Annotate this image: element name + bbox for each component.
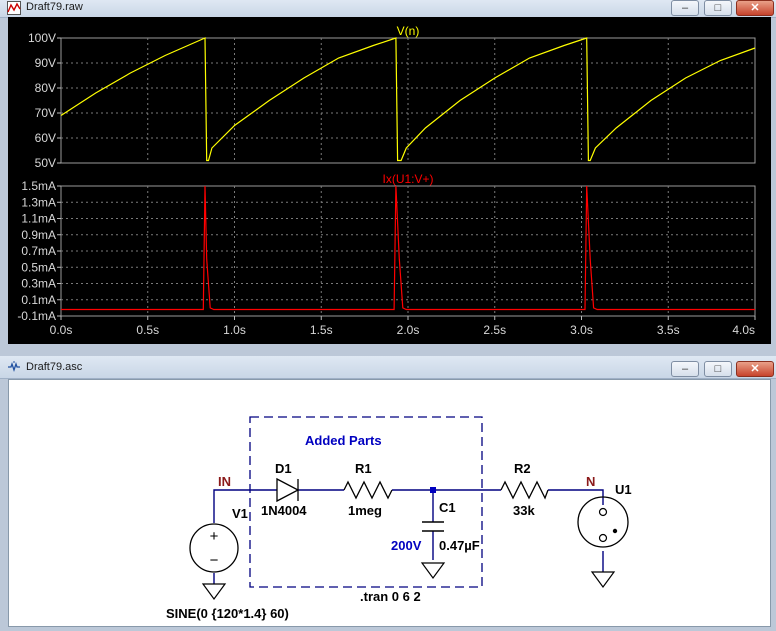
voltage-source-v1[interactable]: + −: [189, 523, 239, 573]
trace-title: Ix(U1:V+): [382, 172, 433, 186]
y-tick-label: 70V: [35, 106, 56, 120]
y-tick-label: 0.3mA: [21, 277, 56, 291]
maximize-icon: □: [714, 2, 722, 14]
x-tick-label: 4.0s: [732, 323, 755, 337]
y-tick-label: 1.5mA: [21, 179, 56, 193]
added-parts-label[interactable]: Added Parts: [305, 433, 382, 448]
y-tick-label: -0.1mA: [17, 309, 56, 323]
r1-name: R1: [355, 461, 372, 476]
net-label-in[interactable]: IN: [218, 474, 231, 489]
x-tick-label: 2.0s: [397, 323, 420, 337]
x-tick-label: 2.5s: [483, 323, 506, 337]
minimize-icon: –: [681, 2, 689, 14]
c1-name: C1: [439, 500, 456, 515]
r1-value: 1meg: [348, 503, 382, 518]
svg-text:−: −: [210, 552, 219, 569]
net-label-n[interactable]: N: [586, 474, 595, 489]
plot-pane[interactable]: 100V 90V 80V 70V 60V 50V V(n) 1.5mA 1.3mA 1.1mA 0…: [8, 17, 771, 344]
schematic-window: Draft79.asc – □ ✕ Added Parts: [0, 356, 776, 627]
minimize-button[interactable]: –: [671, 361, 699, 377]
close-button[interactable]: ✕: [736, 361, 774, 377]
close-button[interactable]: ✕: [736, 0, 774, 16]
d1-value: 1N4004: [261, 503, 307, 518]
svg-text:+: +: [210, 528, 219, 545]
v1-name: V1: [232, 506, 248, 521]
close-icon: ✕: [750, 363, 760, 375]
ground-symbols: [201, 562, 616, 601]
minimize-icon: –: [681, 363, 689, 375]
capacitor-c1[interactable]: [422, 521, 444, 532]
r2-name: R2: [514, 461, 531, 476]
schematic-titlebar[interactable]: Draft79.asc – □ ✕: [0, 356, 776, 379]
u1-name: U1: [615, 482, 632, 497]
wire-in: [213, 489, 277, 523]
ground-icon: [201, 583, 227, 601]
y-tick-label: 50V: [35, 156, 56, 170]
y-tick-label: 60V: [35, 131, 56, 145]
added-parts-box[interactable]: [249, 416, 483, 588]
component-u1[interactable]: [577, 496, 629, 548]
resistor-r2[interactable]: [500, 480, 549, 500]
minimize-button[interactable]: –: [671, 0, 699, 16]
series-line: [60, 37, 756, 162]
y-tick-label: 0.7mA: [21, 244, 56, 258]
wires: [213, 489, 604, 584]
x-tick-label: 3.0s: [570, 323, 593, 337]
x-tick-label: 0.0s: [50, 323, 73, 337]
y-tick-label: 1.1mA: [21, 212, 56, 226]
x-tick-label: 1.0s: [223, 323, 246, 337]
maximize-button[interactable]: □: [704, 361, 732, 377]
trace-title: V(n): [397, 24, 420, 38]
current-pane: 1.5mA 1.3mA 1.1mA 0.9mA 0.7mA 0.5mA 0.3mA 0.1mA…: [17, 172, 756, 337]
voltage-pane: 100V 90V 80V 70V 60V 50V V(n): [28, 24, 756, 170]
y-tick-label: 90V: [35, 56, 56, 70]
ground-icon: [590, 571, 616, 589]
spice-directive[interactable]: .tran 0 6 2: [360, 589, 421, 604]
resistor-r1[interactable]: [343, 480, 393, 500]
ground-icon: [420, 562, 446, 580]
y-tick-label: 1.3mA: [21, 195, 56, 209]
waveform-window: Draft79.raw – □ ✕ 100V 90V 80V 70V 60V 50V V(n…: [0, 0, 776, 344]
x-tick-label: 3.5s: [657, 323, 680, 337]
r2-value: 33k: [513, 503, 535, 518]
c1-rating: 200V: [391, 538, 422, 553]
y-tick-label: 100V: [28, 31, 56, 45]
y-tick-label: 0.9mA: [21, 228, 56, 242]
maximize-button[interactable]: □: [704, 0, 732, 16]
waveform-window-title: Draft79.raw: [26, 1, 83, 13]
maximize-icon: □: [714, 363, 722, 375]
waveform-icon: [7, 1, 21, 15]
waveform-titlebar[interactable]: Draft79.raw – □ ✕: [0, 0, 776, 18]
c1-value: 0.47µF: [439, 538, 480, 553]
d1-name: D1: [275, 461, 292, 476]
schematic-canvas[interactable]: Added Parts + − V1 SINE(0 {120*1.4} 60): [8, 379, 771, 627]
schematic-icon: [8, 361, 20, 373]
close-icon: ✕: [750, 2, 760, 14]
v1-value: SINE(0 {120*1.4} 60): [166, 606, 289, 621]
junction-dot: [430, 487, 436, 493]
x-tick-label: 0.5s: [136, 323, 159, 337]
x-tick-label: 1.5s: [310, 323, 333, 337]
schematic-window-title: Draft79.asc: [26, 361, 83, 373]
series-line: [61, 185, 755, 311]
wire-n: [548, 489, 604, 505]
diode-d1[interactable]: [276, 477, 300, 503]
y-tick-label: 80V: [35, 81, 56, 95]
schematic-drawing[interactable]: Added Parts + − V1 SINE(0 {120*1.4} 60): [9, 380, 770, 626]
waveform-plot[interactable]: 100V 90V 80V 70V 60V 50V V(n) 1.5mA 1.3mA 1.1mA 0…: [8, 17, 771, 344]
y-tick-label: 0.5mA: [21, 260, 56, 274]
y-tick-label: 0.1mA: [21, 293, 56, 307]
